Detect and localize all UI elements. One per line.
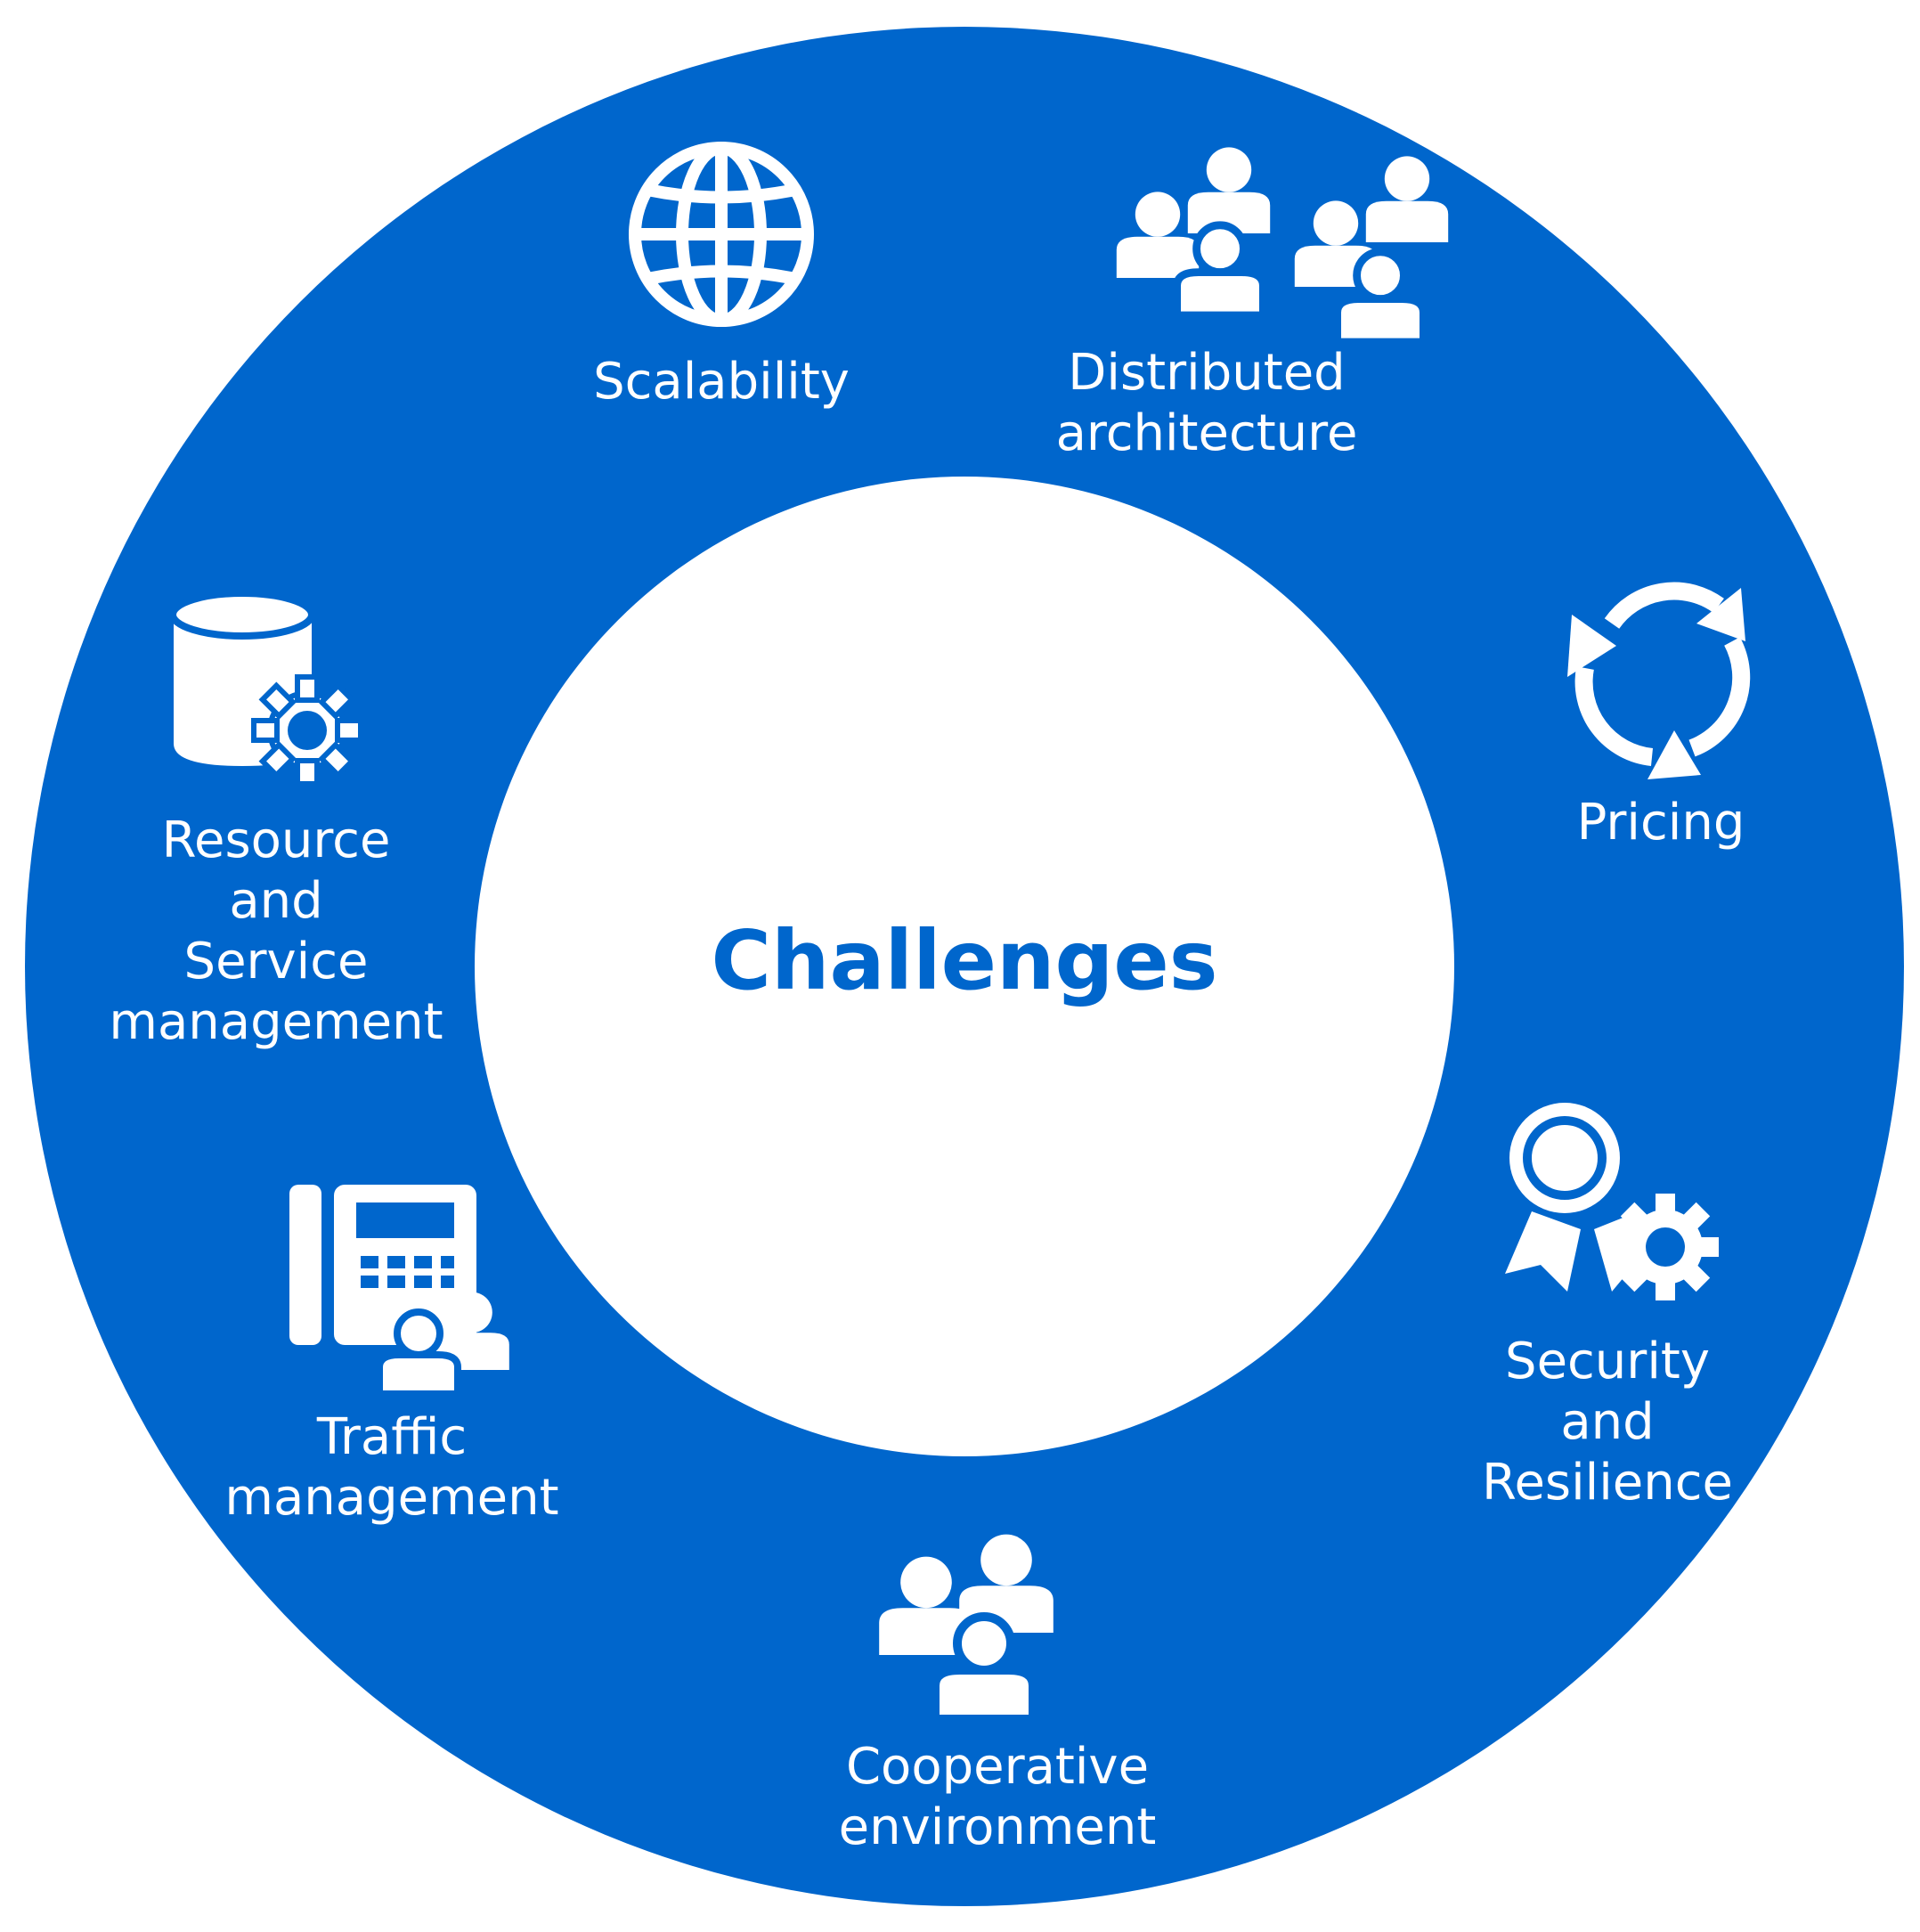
label-distributed-architecture: Distributed architecture bbox=[1055, 344, 1358, 462]
refresh-arrowheads bbox=[1567, 588, 1745, 779]
label-scalability: Scalability bbox=[593, 353, 850, 411]
center-title: Challenges bbox=[711, 913, 1218, 1008]
label-traffic-management: Traffic management bbox=[224, 1408, 559, 1527]
globe-icon bbox=[629, 142, 814, 327]
label-pricing: Pricing bbox=[1576, 794, 1745, 852]
phone-users-icon bbox=[289, 1185, 509, 1394]
label-security-resilience: Security and Resilience bbox=[1482, 1333, 1733, 1512]
award-gear-icon bbox=[1505, 1103, 1719, 1300]
database-gear-icon bbox=[169, 590, 361, 784]
label-cooperative-environment: Cooperative environment bbox=[838, 1738, 1157, 1856]
inner-circle bbox=[475, 477, 1454, 1456]
label-resource-service-management: Resource and Service management bbox=[109, 811, 443, 1051]
refresh-arrows-icon bbox=[1574, 582, 1751, 766]
